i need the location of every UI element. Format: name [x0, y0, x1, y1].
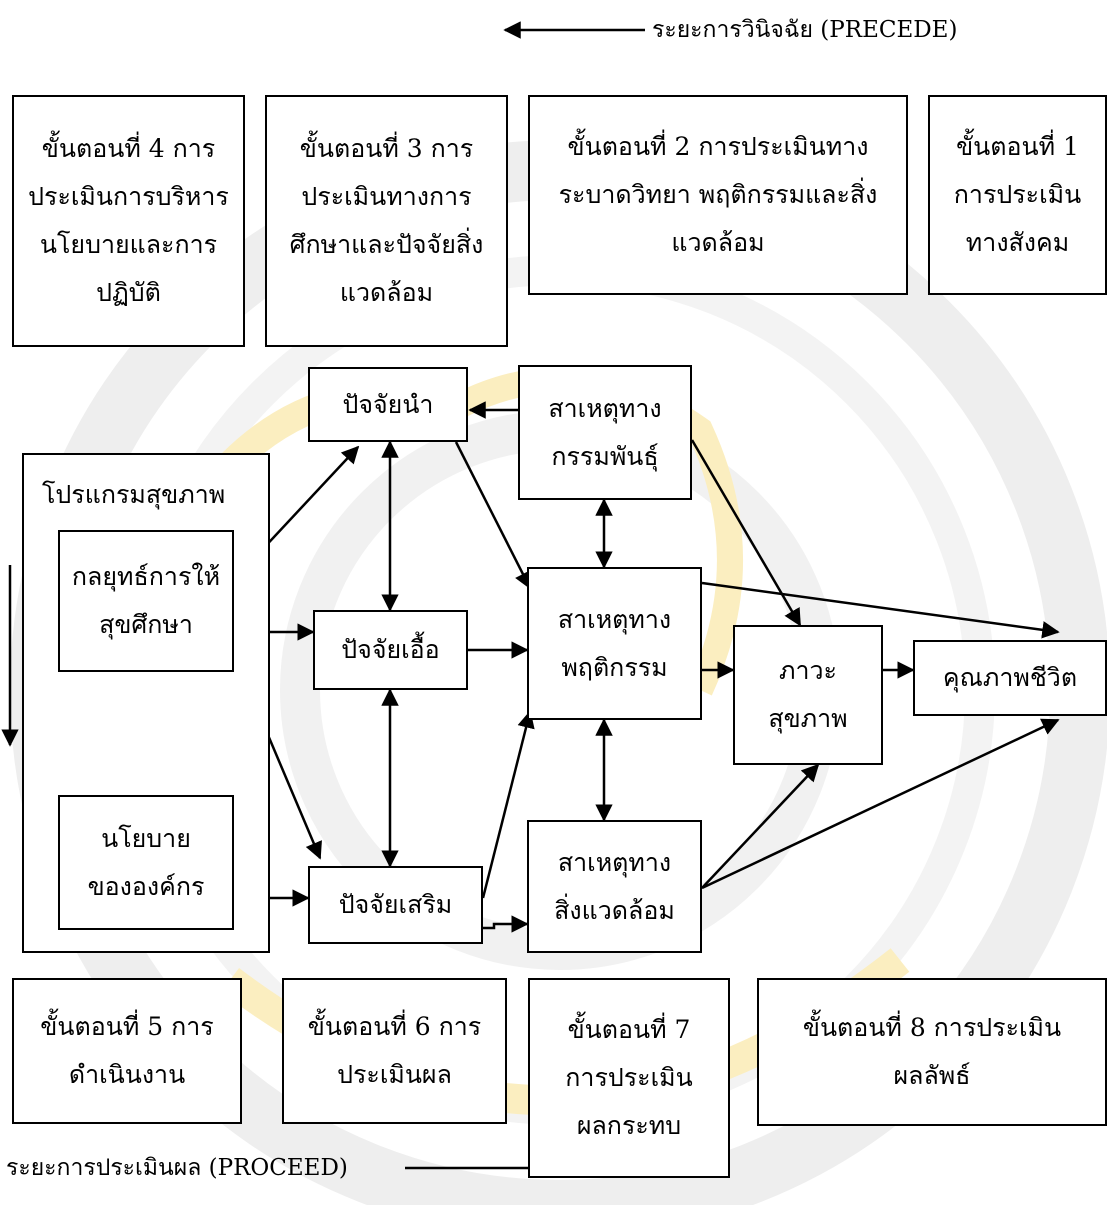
education-strategy-box: กลยุทธ์การให้สุขศึกษา [58, 530, 234, 672]
proceed-label: ระยะการประเมินผล (PROCEED) [6, 1155, 348, 1181]
health-program-title: โปรแกรมสุขภาพ [42, 480, 226, 509]
predisposing-factor-box: ปัจจัยนำ [308, 367, 468, 442]
step-6-box: ขั้นตอนที่ 6 การประเมินผล [282, 978, 507, 1124]
arrow-environmental-qol [701, 718, 1060, 890]
behavioral-cause-box: สาเหตุทางพฤติกรรม [527, 567, 702, 720]
enabling-factor-box: ปัจจัยเอื้อ [313, 610, 468, 690]
quality-of-life-box: คุณภาพชีวิต [913, 640, 1107, 716]
arrow-predisposing-behavioral [454, 441, 532, 590]
reinforcing-factor-box: ปัจจัยเสริม [308, 866, 483, 944]
arrow-behavioral-qol [701, 581, 1060, 639]
genetic-cause-box: สาเหตุทางกรรมพันธุ์ [518, 365, 692, 500]
step-7-box: ขั้นตอนที่ 7 การประเมินผลกระทบ [528, 978, 730, 1178]
step-3-box: ขั้นตอนที่ 3 การประเมินทางการศึกษาและปัจ… [265, 95, 508, 347]
step-5-box: ขั้นตอนที่ 5 การดำเนินงาน [12, 978, 242, 1124]
arrow-genetic-health [690, 439, 802, 627]
org-policy-box: นโยบายขององค์กร [58, 795, 234, 930]
arrow-reinforcing-environmental [483, 915, 529, 933]
step-4-box: ขั้นตอนที่ 4 การประเมินการบริหารนโยบายแล… [12, 95, 245, 347]
step-8-box: ขั้นตอนที่ 8 การประเมินผลลัพธ์ [757, 978, 1107, 1126]
health-status-box: ภาวะสุขภาพ [733, 625, 883, 765]
arrow-reinforcing-behavioral [481, 710, 535, 899]
step-2-box: ขั้นตอนที่ 2 การประเมินทางระบาดวิทยา พฤต… [528, 95, 908, 295]
step-1-box: ขั้นตอนที่ 1 การประเมินทางสังคม [928, 95, 1107, 295]
arrow-environmental-health [701, 763, 820, 889]
precede-label: ระยะการวินิจฉัย (PRECEDE) [652, 17, 958, 43]
environmental-cause-box: สาเหตุทางสิ่งแวดล้อม [527, 820, 702, 953]
